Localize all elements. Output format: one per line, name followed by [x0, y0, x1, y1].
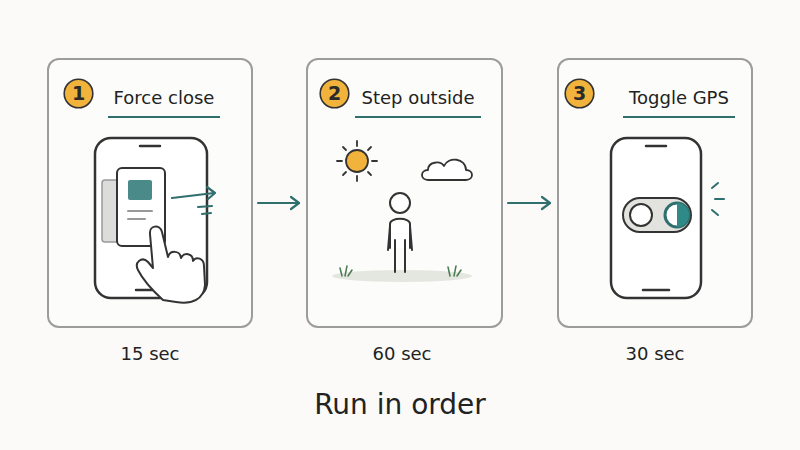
step-title: Toggle GPS [609, 87, 749, 118]
diagram-caption: Run in order [0, 388, 800, 422]
callout-number: 2 [328, 84, 341, 103]
step-number-badge: 2 [319, 78, 350, 109]
step-card: Force close 1 [47, 58, 253, 328]
duration-label: 60 sec [332, 343, 472, 365]
arrow-shaft [258, 202, 299, 204]
arrow-shaft [508, 202, 550, 204]
duration-label: 15 sec [80, 343, 220, 365]
duration-label: 30 sec [585, 343, 725, 365]
arrow-head [291, 197, 299, 209]
step-number-badge: 3 [564, 78, 595, 109]
step-card: Toggle GPS 3 [557, 58, 753, 328]
flow-arrow [258, 197, 299, 209]
callout-number: 3 [573, 84, 586, 103]
badge-circle-shape [320, 79, 349, 108]
callout-number: 1 [72, 84, 85, 103]
badge-circle-shape [64, 79, 93, 108]
arrow-head [542, 197, 550, 209]
step-title-text: Force close [108, 87, 221, 118]
badge-circle-shape [565, 79, 594, 108]
step-title: Force close [94, 87, 234, 118]
step-card: Step outside 2 [306, 58, 503, 328]
step-title-text: Step outside [355, 87, 480, 118]
step-number-badge: 1 [63, 78, 94, 109]
flow-arrow [508, 197, 550, 209]
step-title: Step outside [348, 87, 488, 118]
step-title-text: Toggle GPS [623, 87, 735, 118]
